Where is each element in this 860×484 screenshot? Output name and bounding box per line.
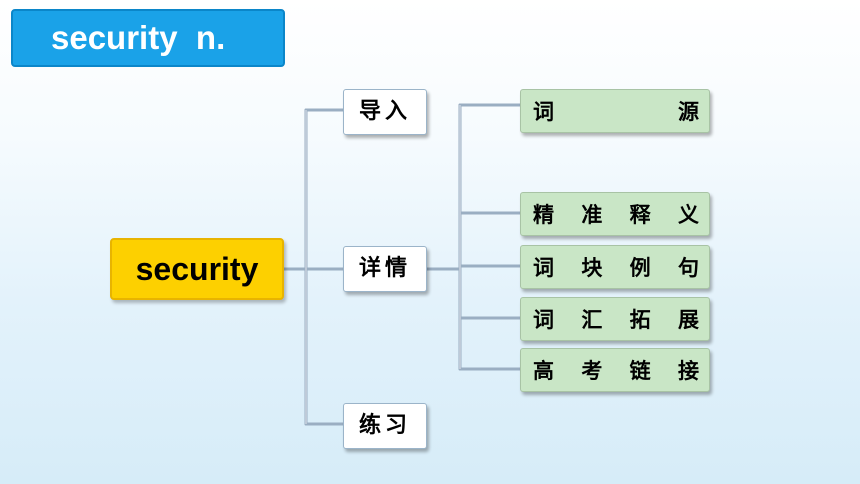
root-node: security xyxy=(110,238,284,300)
branch-node-detail[interactable]: 详情 xyxy=(343,246,427,292)
leaf-char: 块 xyxy=(581,256,603,280)
leaf-char: 词 xyxy=(533,256,554,280)
leaf-node-exam-links[interactable]: 高 考 链 接 xyxy=(520,348,710,392)
leaf-node-phrase-examples[interactable]: 词 块 例 句 xyxy=(520,245,710,289)
branch-node-intro[interactable]: 导入 xyxy=(343,89,427,135)
leaf-node-vocabulary-extension[interactable]: 词 汇 拓 展 xyxy=(520,297,710,341)
slide-title: security n. xyxy=(11,9,285,67)
leaf-char: 词 xyxy=(533,308,554,332)
leaf-char: 例 xyxy=(629,256,651,280)
leaf-char: 句 xyxy=(677,256,699,280)
leaf-char: 展 xyxy=(677,308,699,332)
leaf-char: 接 xyxy=(677,359,699,383)
leaf-char: 汇 xyxy=(581,308,603,332)
leaf-char: 链 xyxy=(629,359,651,383)
leaf-node-definitions[interactable]: 精 准 释 义 xyxy=(520,192,710,236)
branch-node-practice[interactable]: 练习 xyxy=(343,403,427,449)
leaf-char: 词 xyxy=(533,100,554,124)
leaf-node-etymology[interactable]: 词 源 xyxy=(520,89,710,133)
leaf-char: 义 xyxy=(677,203,699,227)
leaf-char: 准 xyxy=(581,203,603,227)
leaf-char: 精 xyxy=(533,203,554,227)
leaf-char: 源 xyxy=(678,100,699,124)
leaf-char: 释 xyxy=(629,203,651,227)
leaf-char: 考 xyxy=(581,359,603,383)
leaf-char: 高 xyxy=(533,359,554,383)
leaf-char: 拓 xyxy=(629,308,651,332)
